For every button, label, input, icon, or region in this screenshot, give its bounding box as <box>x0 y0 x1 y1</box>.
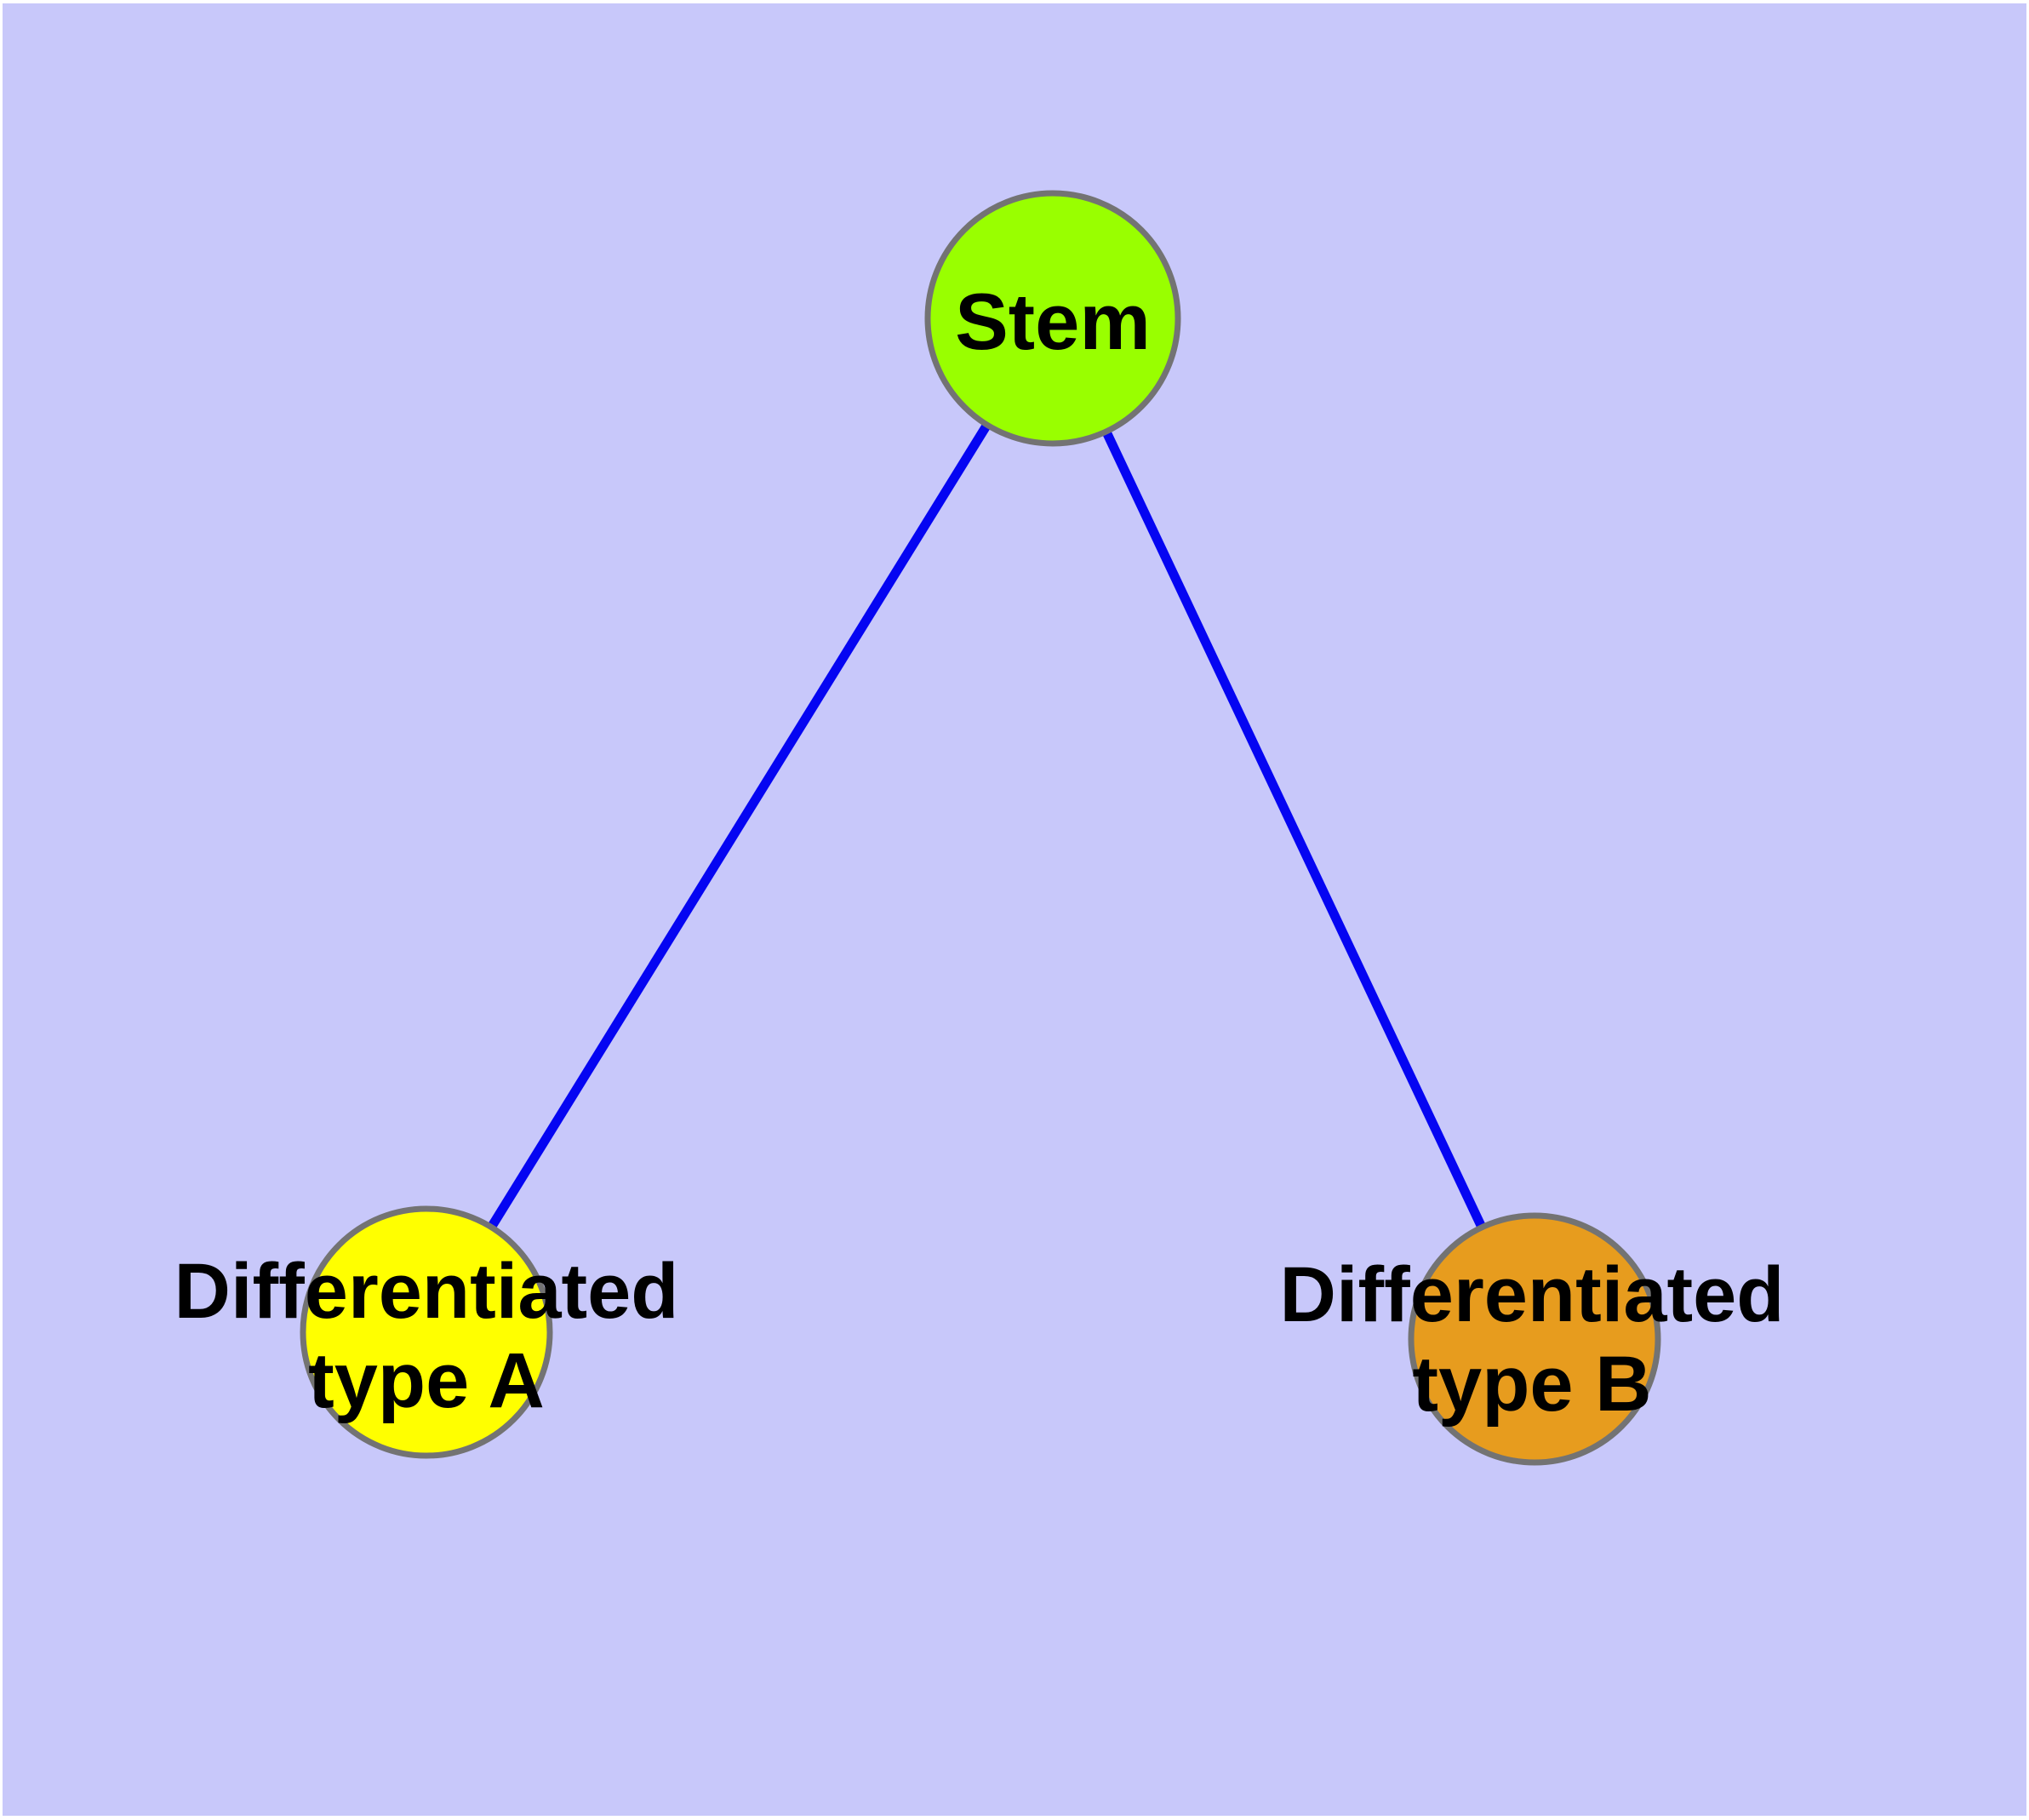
differentiated-type-a-label-line1: Differentiated <box>174 1248 679 1335</box>
stem-node-border <box>924 190 1181 447</box>
edge-stem-to-type-a <box>422 316 1057 1335</box>
differentiated-type-a-node-group: Differentiated type A <box>174 1205 679 1459</box>
stem-node-group: Stem <box>924 190 1181 447</box>
differentiated-type-b-node-border <box>1408 1212 1661 1466</box>
differentiated-type-a-node-border <box>300 1205 553 1459</box>
differentiated-type-b-node <box>1411 1216 1658 1462</box>
differentiated-type-a-label-line2: type A <box>308 1337 545 1424</box>
stem-node-label: Stem <box>955 277 1151 366</box>
differentiated-type-b-node-group: Differentiated type B <box>1280 1212 1785 1466</box>
differentiated-type-b-label-line2: type B <box>1412 1341 1651 1428</box>
edge-stem-to-type-b <box>1049 316 1539 1342</box>
differentiated-type-b-label-line1: Differentiated <box>1280 1251 1785 1338</box>
stem-node <box>928 193 1178 444</box>
differentiated-type-a-node <box>303 1209 550 1456</box>
